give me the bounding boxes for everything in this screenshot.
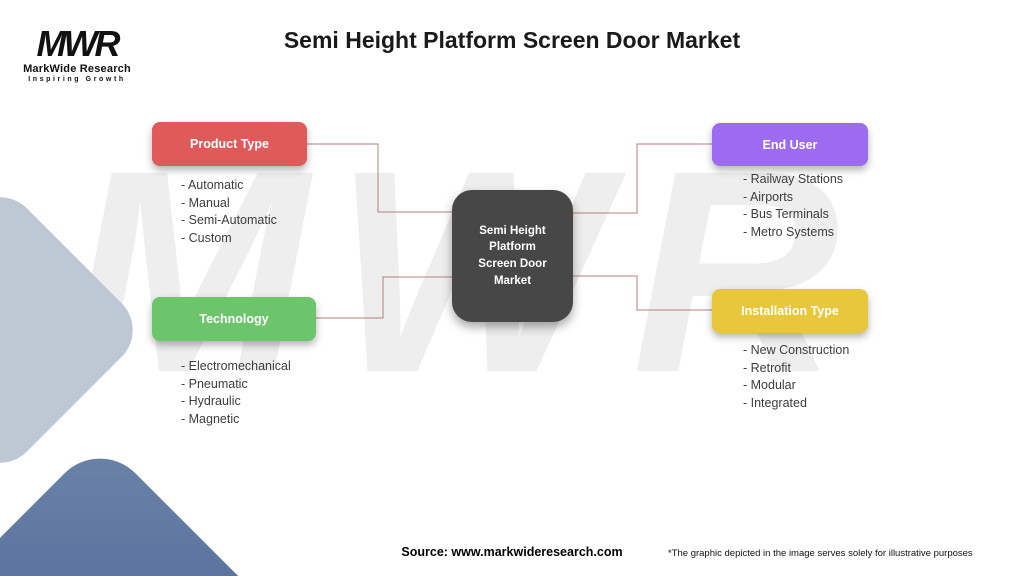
- list-item: - Pneumatic: [181, 376, 248, 391]
- technology-list: - Electromechanical - Pneumatic - Hydrau…: [181, 358, 291, 428]
- node-product-type: Product Type: [152, 122, 307, 166]
- list-item: - Integrated: [743, 395, 807, 410]
- list-item: - Metro Systems: [743, 224, 834, 239]
- page-title: Semi Height Platform Screen Door Market: [283, 27, 741, 53]
- markwide-research-logo: MWR MarkWide Research Inspiring Growth: [22, 23, 132, 84]
- list-item: - Airports: [743, 189, 794, 204]
- list-item: - Bus Terminals: [743, 207, 829, 221]
- node-technology-label: Technology: [199, 312, 269, 326]
- installation-type-list: - New Construction - Retrofit - Modular …: [743, 342, 849, 412]
- node-end-user-label: End User: [762, 137, 818, 152]
- connector-installation-type: [573, 275, 712, 311]
- list-item: - New Construction: [743, 343, 850, 357]
- disclaimer-text: *The graphic depicted in the image serve…: [668, 548, 973, 559]
- list-item: - Custom: [181, 230, 232, 245]
- connector-product-type: [307, 143, 452, 213]
- node-installation-type: Installation Type: [712, 289, 868, 333]
- list-item: - Magnetic: [181, 411, 240, 426]
- source-text: Source: www.markwideresearch.com: [401, 545, 623, 559]
- end-user-list: - Railway Stations - Airports - Bus Term…: [743, 171, 843, 241]
- connector-technology: [316, 276, 452, 319]
- node-installation-type-label: Installation Type: [741, 304, 839, 318]
- logo-tagline: Inspiring Growth: [28, 76, 126, 83]
- list-item: - Manual: [181, 195, 230, 210]
- central-node-label: Semi Height Platform Screen Door Market: [478, 224, 547, 287]
- list-item: - Modular: [743, 378, 796, 392]
- logo-name: MarkWide Research: [23, 63, 131, 75]
- list-item: - Electromechanical: [181, 359, 291, 373]
- list-item: - Retrofit: [743, 360, 791, 375]
- node-product-type-label: Product Type: [190, 137, 269, 151]
- list-item: - Hydraulic: [181, 394, 241, 408]
- list-item: - Automatic: [181, 178, 244, 192]
- connector-end-user: [573, 143, 712, 214]
- product-type-list: - Automatic - Manual - Semi-Automatic - …: [181, 177, 277, 247]
- node-end-user: End User: [712, 123, 868, 166]
- central-market-node: Semi Height Platform Screen Door Market: [452, 190, 573, 322]
- node-technology: Technology: [152, 297, 316, 341]
- logo-acronym: MWR: [36, 23, 121, 64]
- list-item: - Semi-Automatic: [181, 213, 277, 227]
- list-item: - Railway Stations: [743, 172, 844, 186]
